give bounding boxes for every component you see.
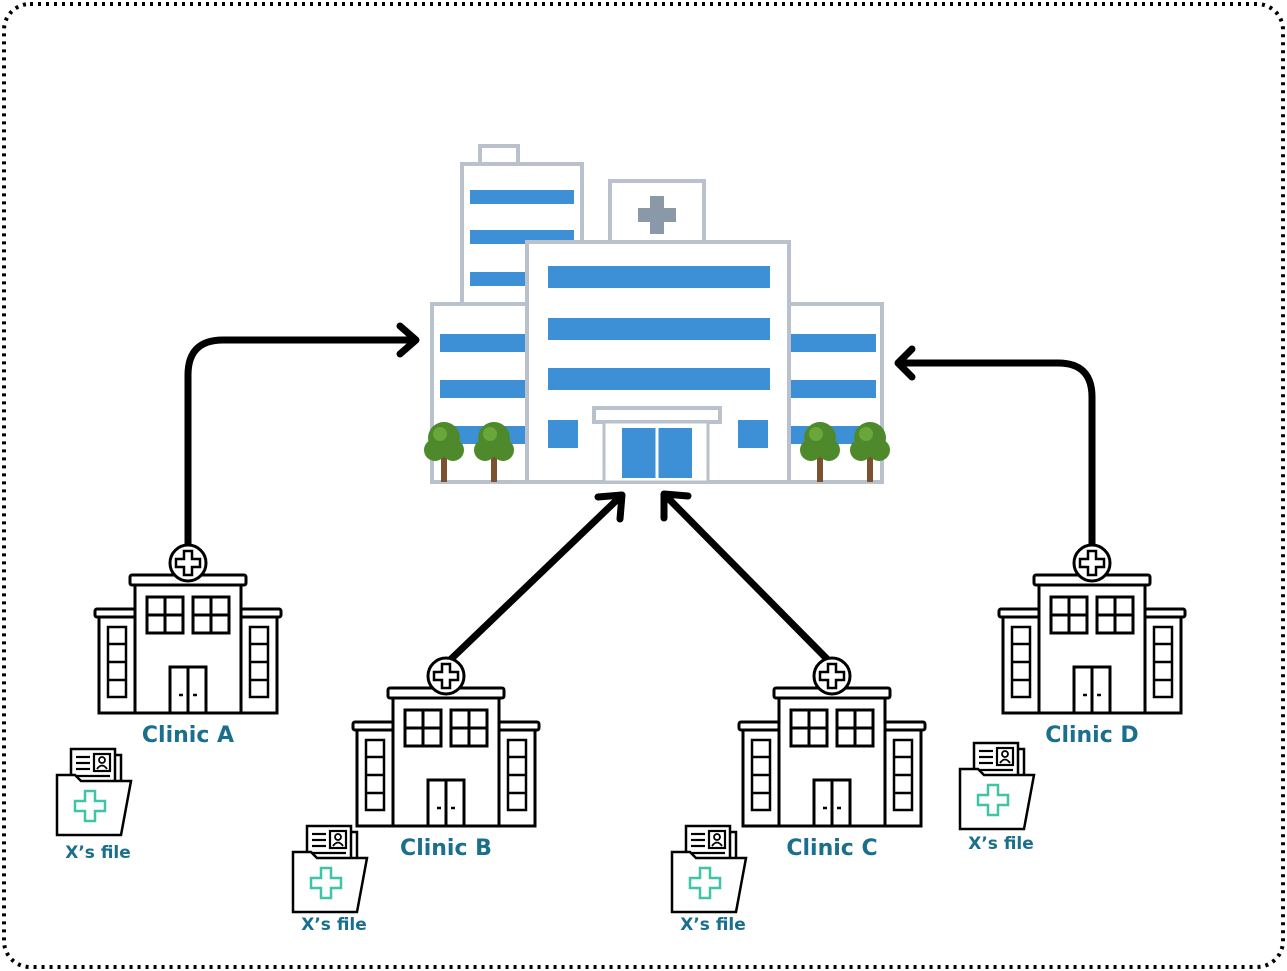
file-label: X’s file	[680, 915, 746, 935]
hospital-building-icon	[424, 144, 890, 484]
arrow-icon	[894, 345, 1096, 556]
patient-file-folder-icon	[291, 824, 369, 914]
clinic-building-icon	[351, 656, 541, 828]
clinic-name: Clinic B	[400, 836, 492, 861]
patient-file-folder-icon	[55, 747, 133, 837]
file-label: X’s file	[301, 915, 367, 935]
file-label: X’s file	[65, 843, 131, 863]
arrow-icon	[660, 490, 834, 666]
patient-file-folder-icon	[958, 741, 1036, 831]
clinic-c: Clinic C X’s file	[670, 656, 927, 935]
clinic-building-icon	[93, 543, 283, 715]
clinic-name: Clinic D	[1045, 723, 1138, 748]
arrow-icon	[184, 322, 420, 549]
clinic-b: Clinic B X’s file	[291, 656, 541, 935]
file-label: X’s file	[968, 834, 1034, 854]
clinic-name: Clinic C	[786, 836, 877, 861]
clinic-a: Clinic A X’s file	[55, 543, 283, 863]
arrow-icon	[444, 491, 626, 666]
clinic-name: Clinic A	[142, 723, 234, 748]
clinic-building-icon	[997, 543, 1187, 715]
clinic-building-icon	[737, 656, 927, 828]
patient-file-folder-icon	[670, 824, 748, 914]
clinic-d: Clinic D X’s file	[958, 543, 1187, 854]
